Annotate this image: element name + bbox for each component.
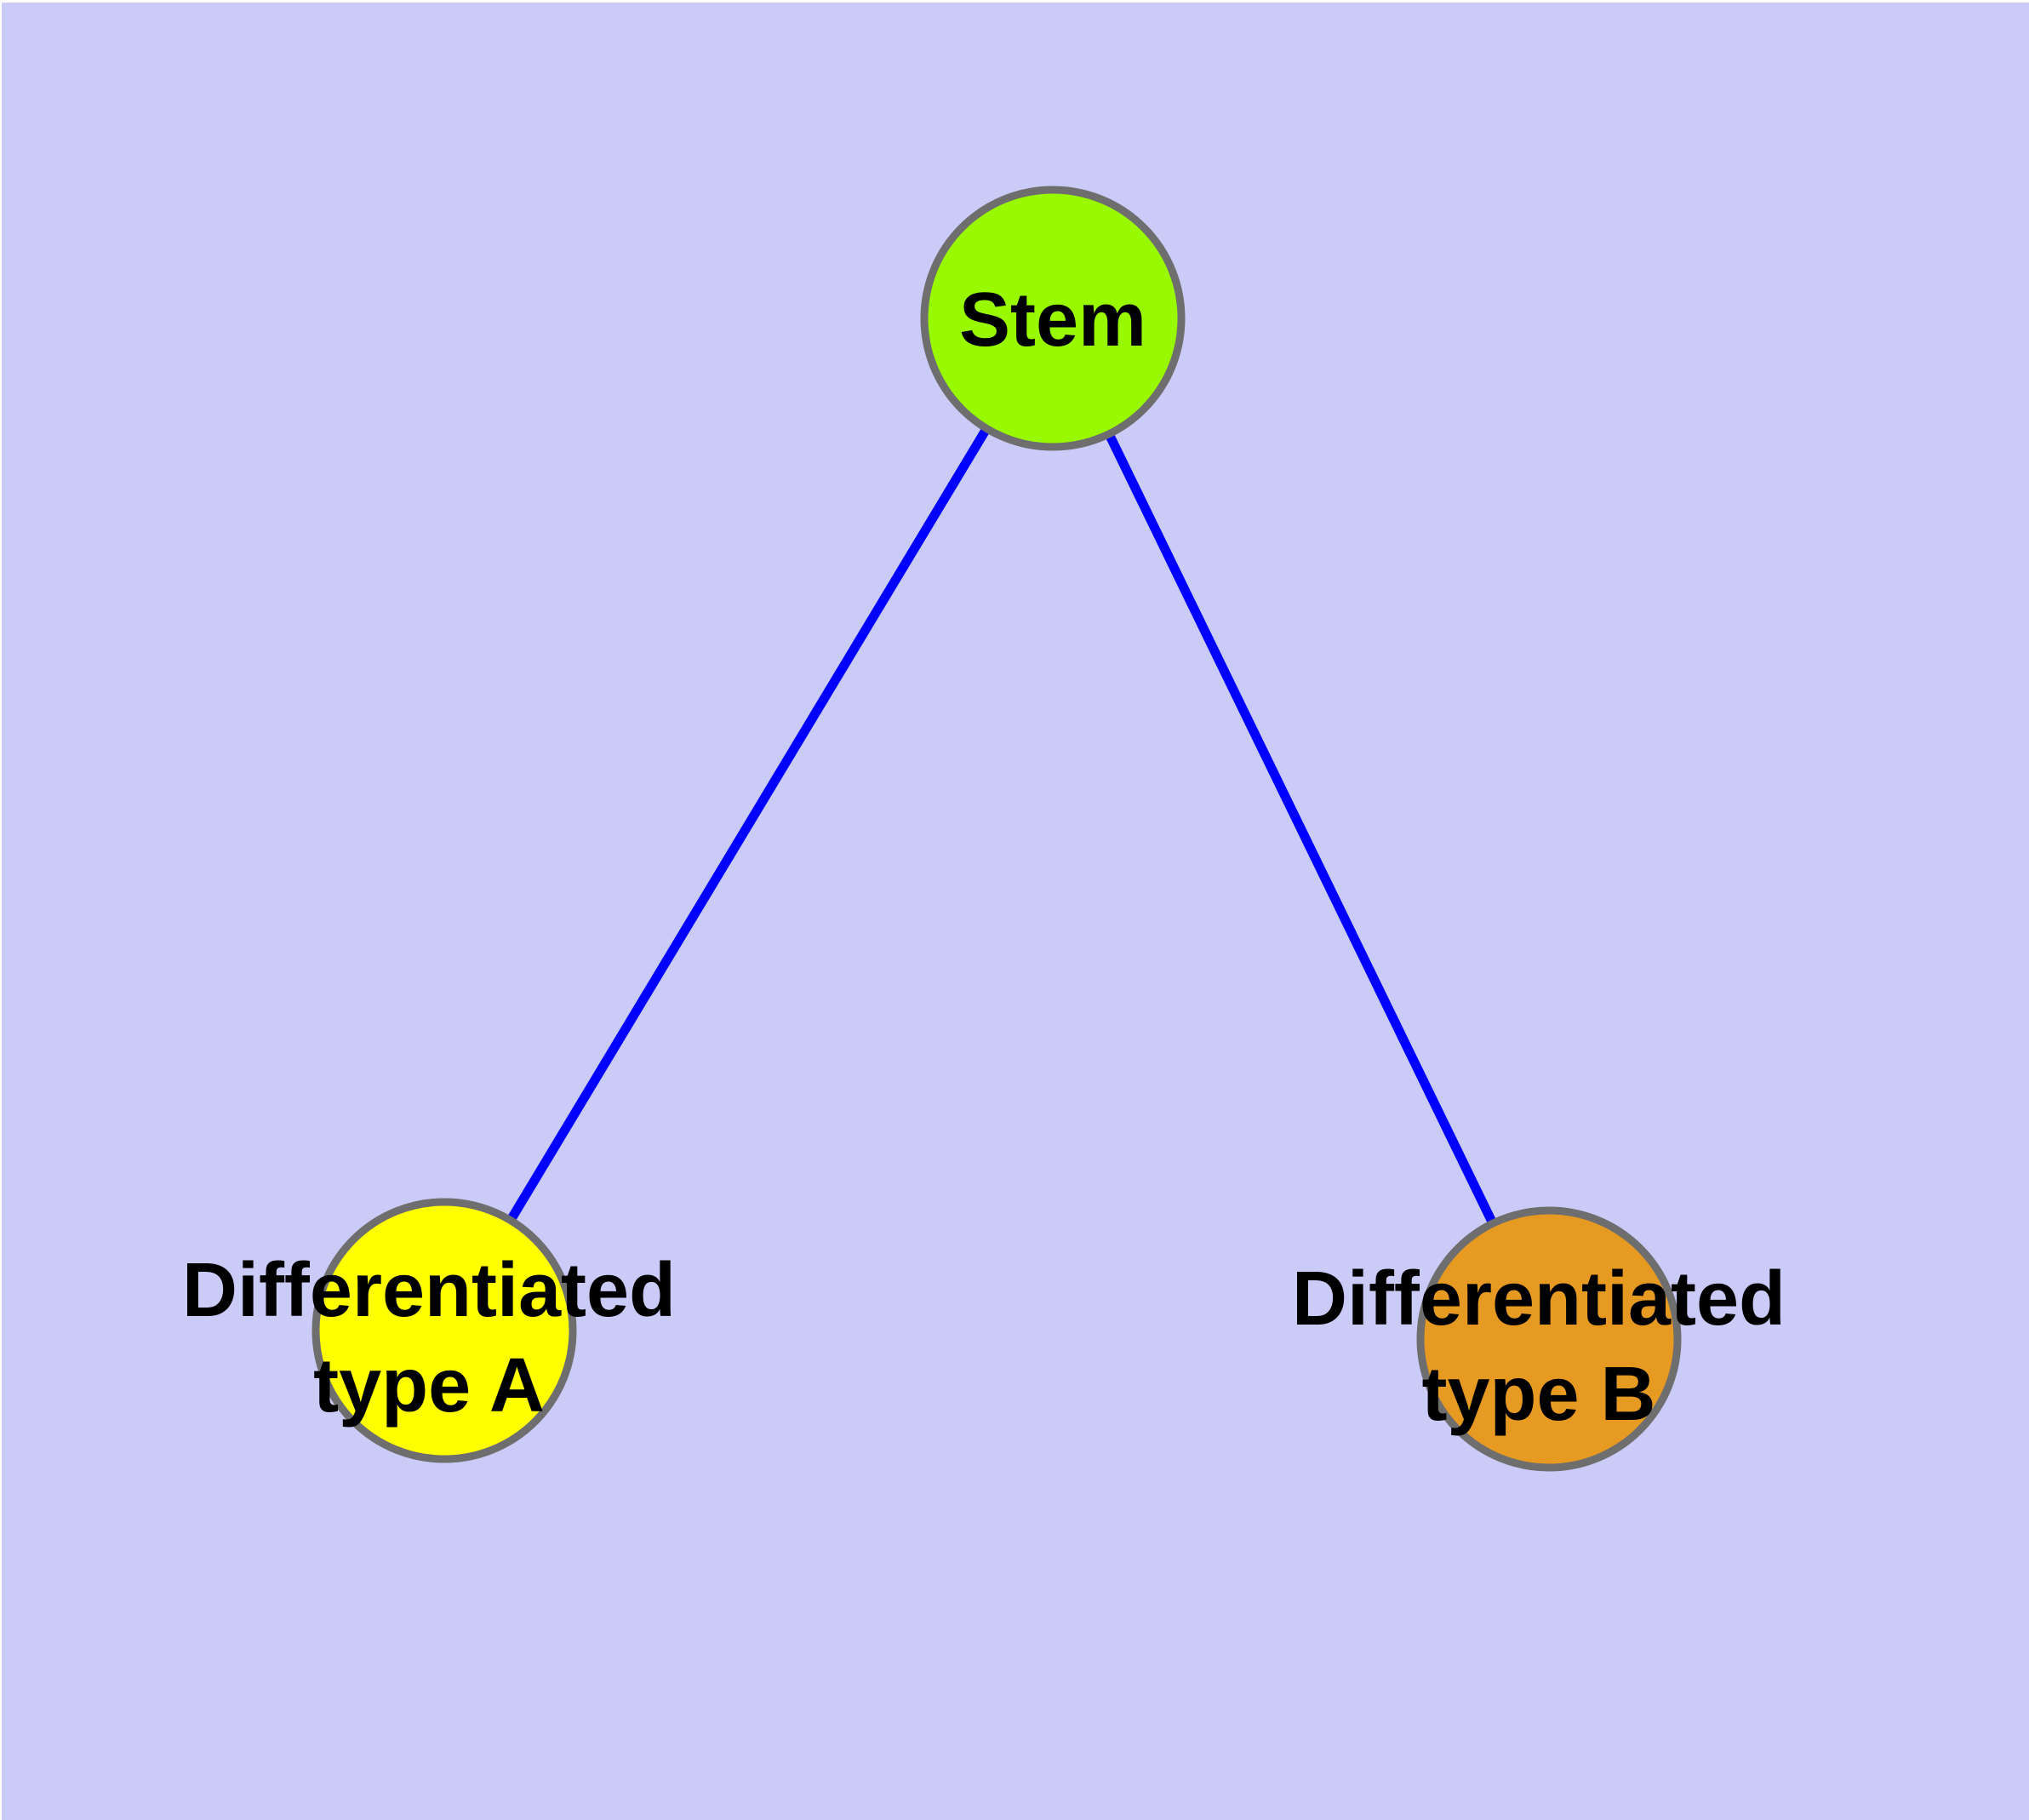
node-type-a-label-line2: type A: [313, 1343, 545, 1428]
node-type-b-label-line1: Differentiated: [1292, 1256, 1786, 1342]
node-type-a-label-line1: Differentiated: [182, 1248, 676, 1333]
edge-stem-to-type-b: [1049, 316, 1553, 1342]
node-type-b-label-line2: type B: [1421, 1352, 1655, 1437]
node-differentiated-type-b: [1416, 1206, 1682, 1472]
node-differentiated-type-a: [311, 1198, 577, 1463]
node-stem-label: Stem: [959, 278, 1146, 363]
edge-stem-to-type-a: [440, 316, 1057, 1333]
node-stem: [920, 186, 1186, 451]
